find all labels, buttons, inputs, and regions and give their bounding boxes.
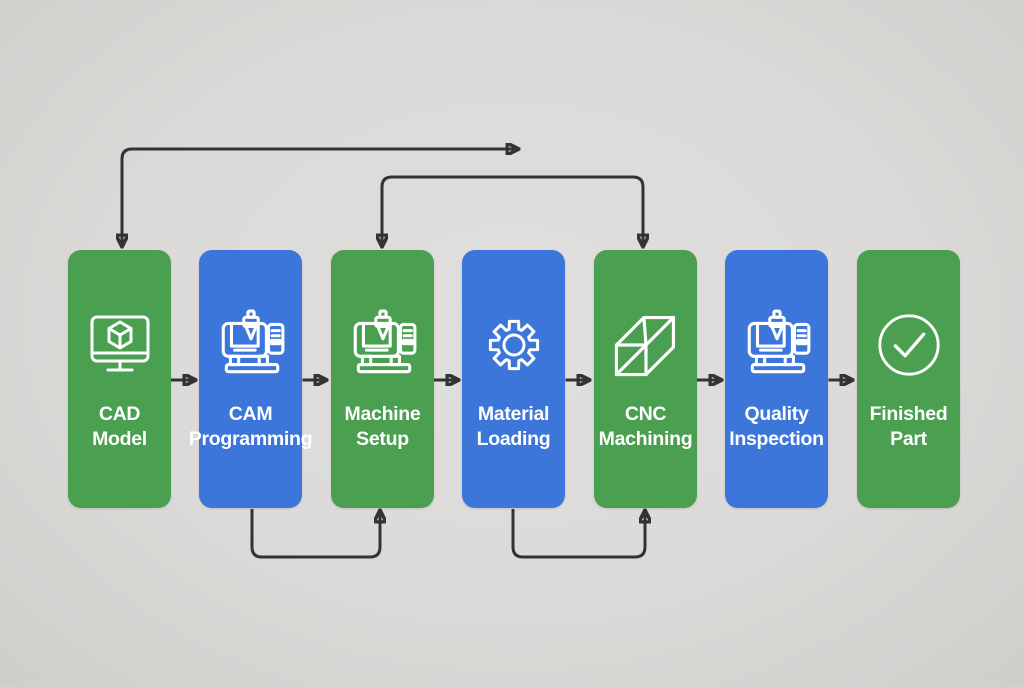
- node-label: CNC Machining: [598, 403, 693, 450]
- metal-block-icon: [608, 300, 684, 390]
- cnc-machine-icon: [346, 300, 420, 390]
- node-finished-part: Finished Part: [857, 250, 960, 508]
- gear-icon: [478, 300, 550, 390]
- node-quality-inspection: Quality Inspection: [725, 250, 828, 508]
- monitor-cube-icon: [84, 300, 156, 390]
- cnc-machine-icon: [214, 300, 288, 390]
- arrow-top-cad-route: [122, 149, 516, 244]
- node-cad-model: CAD Model: [68, 250, 171, 508]
- node-label: Finished Part: [869, 403, 948, 450]
- node-cam-programming: CAM Programming: [189, 250, 313, 508]
- node-label: Machine Setup: [344, 403, 421, 450]
- node-material-loading: Material Loading: [462, 250, 565, 508]
- arrow-top-setup-machining-route: [382, 175, 643, 244]
- node-label: CAM Programming: [188, 403, 313, 450]
- node-label: Material Loading: [476, 403, 551, 450]
- node-cnc-machining: CNC Machining: [594, 250, 697, 508]
- check-circle-icon: [874, 300, 944, 390]
- arrow-bottom-cam-to-setup: [250, 509, 380, 559]
- node-label: Quality Inspection: [729, 403, 824, 450]
- node-machine-setup: Machine Setup: [331, 250, 434, 508]
- cnc-machine-icon: [740, 300, 814, 390]
- node-label: CAD Model: [92, 403, 147, 450]
- arrow-bottom-loading-to-machining: [511, 509, 645, 559]
